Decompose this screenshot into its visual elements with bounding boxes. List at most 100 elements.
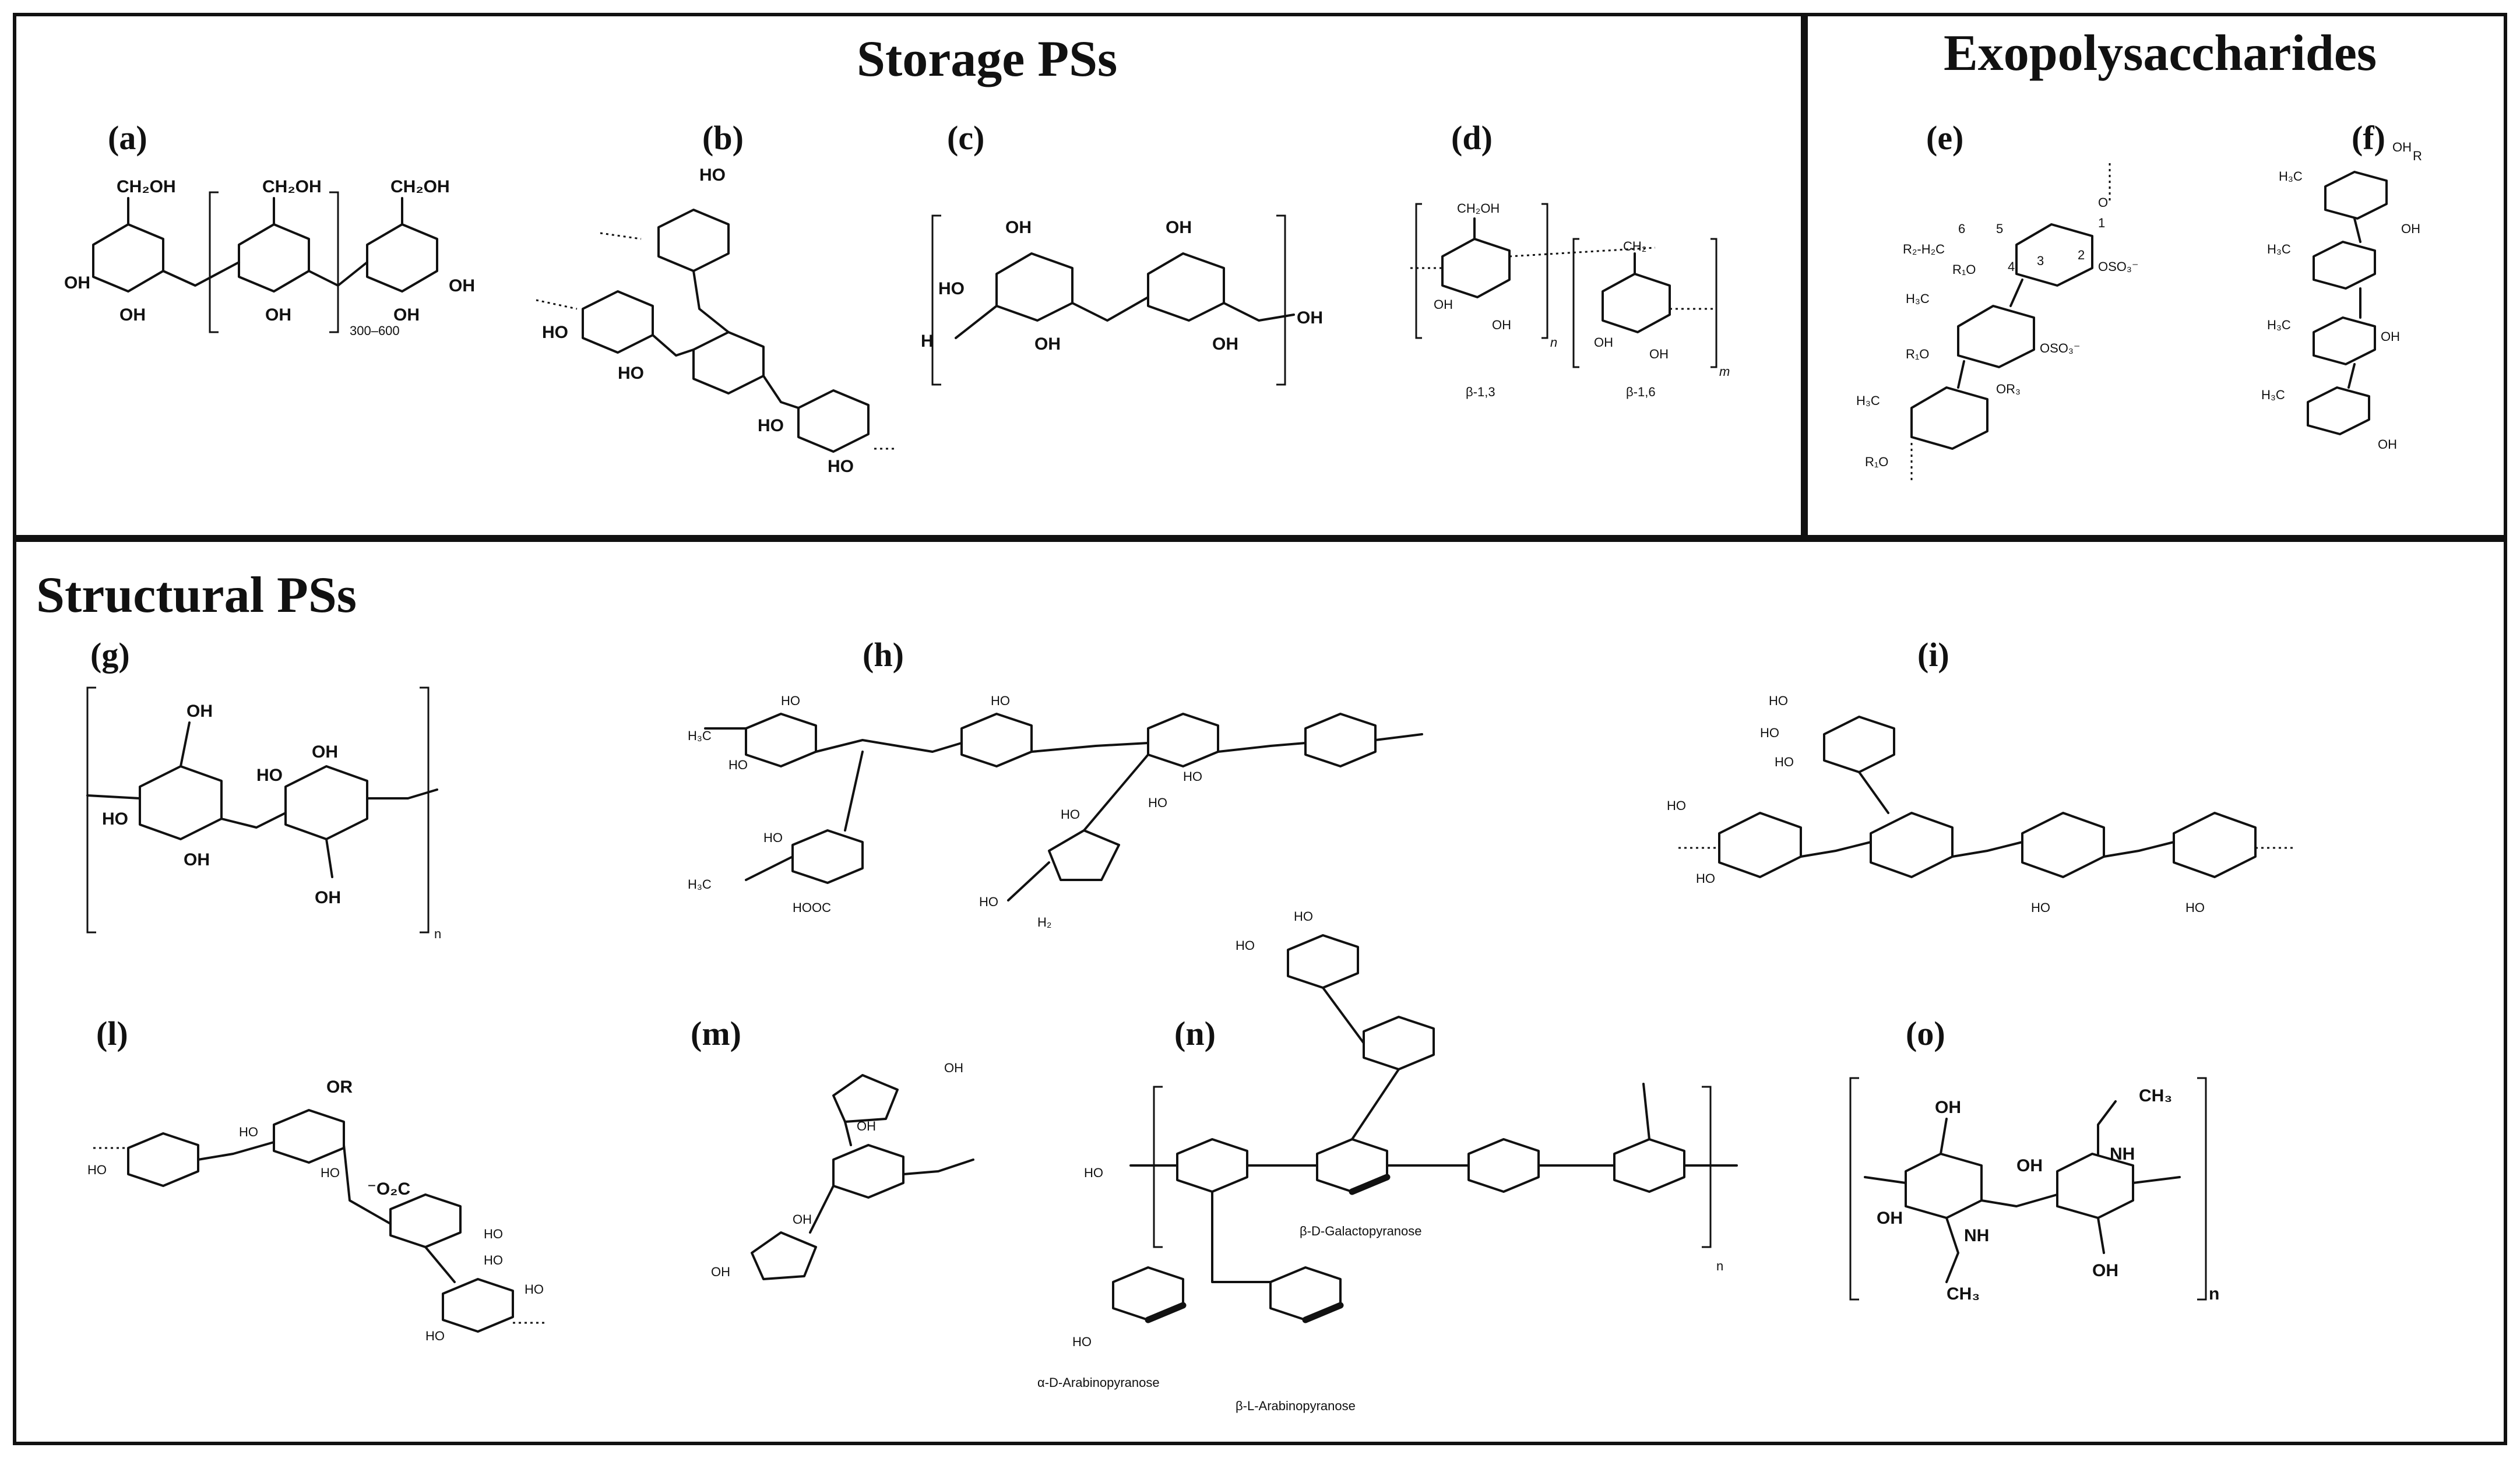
m-oh-2: OH <box>857 1119 876 1133</box>
exopolysaccharides-section-title: Exopolysaccharides <box>1944 25 2377 82</box>
h-ho-2: HO <box>728 758 748 772</box>
structure-m-arabinan: OH OH OH OH <box>711 1061 974 1280</box>
storage-panel <box>13 13 1808 542</box>
label-m: (m) <box>691 1015 741 1052</box>
i-ho-4: HO <box>1667 798 1686 813</box>
h-ho-4: HO <box>1183 769 1202 784</box>
i-ho-2: HO <box>1760 726 1779 740</box>
i-ho-7: HO <box>2185 900 2205 915</box>
label-h: (h) <box>863 636 904 674</box>
l-ho-6: HO <box>525 1282 544 1297</box>
n-ho-2: HO <box>1084 1165 1103 1180</box>
n-caption-galactopyranose: β-D-Galactopyranose <box>1300 1224 1422 1238</box>
i-ho-5: HO <box>1696 871 1715 886</box>
structure-a-amylose: CH₂OH CH₂OH CH₂OH OH OH OH OH OH 300–600 <box>64 177 475 338</box>
b-ho-2: HO <box>618 364 644 383</box>
structure-b-glycogen: HO HO HO HO HO <box>536 165 898 476</box>
o-ho-1: OH <box>1877 1209 1903 1228</box>
m-oh-1: OH <box>944 1061 963 1075</box>
o-oh-1: OH <box>1935 1098 1961 1117</box>
e-oso3-2: OSO₃⁻ <box>2040 341 2080 355</box>
e-locant-2: 2 <box>2078 248 2085 262</box>
structure-o-chitin: OH CH₃ NH OH OH NH OH CH₃ n <box>1849 1077 2219 1304</box>
e-r1o-1: R₁O <box>1952 262 1976 277</box>
l-ho-3: HO <box>321 1165 340 1180</box>
d-oh-1: OH <box>1434 297 1453 312</box>
e-h3c-2: H₃C <box>1856 393 1880 408</box>
f-oh-4: OH <box>2378 437 2397 452</box>
ring-a2 <box>238 197 310 293</box>
h-h2: H₂ <box>1037 915 1051 929</box>
label-l: (l) <box>96 1015 128 1052</box>
c-oh-4: OH <box>1212 334 1238 354</box>
d-linkage-2: β-1,6 <box>1626 385 1656 399</box>
f-h3c-1: H₃C <box>2279 169 2303 184</box>
d-subscript-m: m <box>1719 364 1730 379</box>
label-c: (c) <box>947 119 985 157</box>
e-locant-1: 1 <box>2098 216 2105 230</box>
h-ch3o: H₃C <box>688 728 712 743</box>
h-ho-3: HO <box>991 693 1010 708</box>
f-oh-1: OH <box>2392 140 2412 154</box>
label-a: (a) <box>108 119 147 157</box>
ring-a3 <box>366 197 438 293</box>
h-ho-8: HO <box>979 894 998 909</box>
structure-i-galactomannan: HO HO HO HO HO HO HO <box>1667 693 2296 915</box>
a-oh-5: OH <box>449 276 475 295</box>
e-ring-o: O <box>2098 195 2108 210</box>
m-oh-3: OH <box>793 1212 812 1227</box>
b-oh-1: HO <box>699 165 726 185</box>
e-or3: OR₃ <box>1996 382 2021 396</box>
label-n: (n) <box>1174 1015 1216 1052</box>
o-ch3-2: CH₃ <box>1947 1284 1980 1304</box>
m-oh-4: OH <box>711 1265 730 1279</box>
b-ho-4: HO <box>828 457 854 476</box>
ring-a1 <box>92 197 164 293</box>
structure-h-arabinoxylan: H₃C HO HO HO HO HO H₃C HOOC HO HO HO H₂ <box>688 693 1423 929</box>
f-h3c-4: H₃C <box>2261 388 2285 402</box>
l-carboxylate: ⁻O₂C <box>367 1179 410 1199</box>
h-ho-1: HO <box>781 693 800 708</box>
i-ho-6: HO <box>2031 900 2050 915</box>
g-oh-3: OH <box>184 850 210 869</box>
e-r1o-3: R₁O <box>1865 455 1888 469</box>
c-oh-2: OH <box>1166 218 1192 237</box>
g-subscript-n: n <box>434 927 441 941</box>
f-h3c-2: H₃C <box>2267 242 2291 256</box>
f-oh-3: OH <box>2381 329 2400 344</box>
h-ho-7: HO <box>1061 807 1080 822</box>
l-ho-7: HO <box>425 1329 445 1343</box>
c-ho-1: HO <box>938 279 965 298</box>
n-ho-1: HO <box>1236 938 1255 953</box>
h-ho-6: HO <box>1148 795 1167 810</box>
o-nh-2: NH <box>1964 1226 1989 1245</box>
structure-g-cellobiose-unit: OH OH HO HO OH OH n <box>86 686 441 941</box>
c-oh-3: OH <box>1034 334 1061 354</box>
l-or: OR <box>326 1077 353 1097</box>
e-oso3-1: OSO₃⁻ <box>2098 259 2138 274</box>
g-ho-1: HO <box>102 809 128 829</box>
label-g: (g) <box>90 636 130 674</box>
label-d: (d) <box>1451 119 1493 157</box>
structure-f-eps: OH R H₃C OH H₃C H₃C OH H₃C OH <box>2261 140 2422 452</box>
h-ho-5: HO <box>763 830 783 845</box>
e-h3c-1: H₃C <box>1906 291 1930 306</box>
e-r1o-2: R₁O <box>1906 347 1929 361</box>
b-ho-3: HO <box>758 416 784 435</box>
structure-d-beta-glucan: CH₂OH CH₂ OH OH OH OH n m β-1,3 β-1,6 <box>1410 201 1730 399</box>
label-o: (o) <box>1906 1015 1945 1052</box>
g-ho-2: HO <box>256 766 283 785</box>
f-oh-2: OH <box>2401 221 2420 236</box>
g-oh-1: OH <box>186 702 213 721</box>
a-ch2oh-3: CH₂OH <box>390 177 450 196</box>
o-oh-2: OH <box>2092 1261 2118 1280</box>
n-caption-alpha-arabinopyranose: α-D-Arabinopyranose <box>1037 1375 1160 1390</box>
structure-l-pectin: OR HO HO HO ⁻O₂C HO HO HO HO <box>87 1077 548 1343</box>
e-locant-4: 4 <box>2008 259 2015 274</box>
a-oh-3: OH <box>265 305 291 325</box>
l-ho-1: HO <box>87 1163 107 1177</box>
a-ch2oh-1: CH₂OH <box>117 177 176 196</box>
n-oh-1: HO <box>1294 909 1313 924</box>
c-terminal-h: H <box>921 332 934 351</box>
o-nh-1: NH <box>2110 1144 2135 1164</box>
